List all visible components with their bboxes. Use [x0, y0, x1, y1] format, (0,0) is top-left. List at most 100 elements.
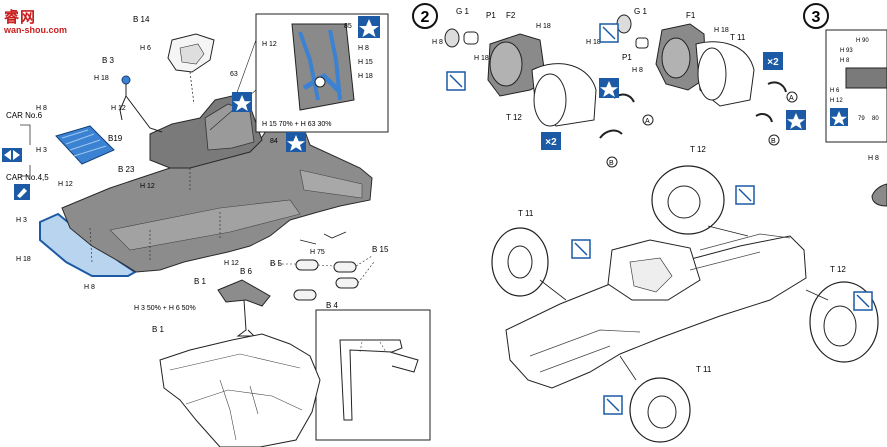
paint-h8-a: H 8	[36, 105, 47, 112]
paint-h18-a: H 18	[94, 75, 109, 82]
cement-icon	[14, 184, 30, 200]
chassis-outline-lower	[159, 333, 321, 447]
multiplier-badge: ×2	[763, 52, 783, 70]
no-cement-icon	[571, 239, 591, 259]
star-icon	[786, 110, 806, 130]
paint-h15-a: H 15	[358, 59, 373, 66]
paint-h8-c: H 8	[358, 45, 369, 52]
polycap-b-left	[599, 129, 623, 139]
label-b5: B 5	[270, 259, 283, 268]
paint-h12-a: H 12	[111, 105, 126, 112]
label-b3: B 3	[102, 56, 115, 65]
circled-84: 84	[270, 138, 278, 145]
label-b1-b: B 1	[152, 325, 165, 334]
multiplier-badge: ×2	[541, 132, 561, 150]
paint-h90: H 90	[856, 38, 869, 44]
star-icon	[599, 78, 619, 98]
paint-h12-c: H 12	[58, 181, 73, 188]
paint-h6-b: H 6	[830, 88, 840, 94]
direction-arrow-icon	[2, 148, 22, 162]
circled-b-right: B	[771, 138, 776, 145]
rocker-arm-part	[217, 279, 271, 307]
no-cement-icon	[599, 23, 619, 43]
polycap-a-right	[767, 81, 787, 93]
paint-h18-g: H 18	[586, 39, 601, 46]
star-icon	[358, 16, 380, 38]
paint-h8-d: H 8	[432, 39, 443, 46]
car-45-label: CAR No.4,5	[6, 173, 49, 182]
double-arrow-icon	[4, 150, 20, 160]
paint-h8-e: H 8	[632, 67, 643, 74]
label-b15: B 15	[372, 245, 389, 254]
circled-a-right: A	[789, 95, 794, 102]
label-b6: B 6	[240, 267, 253, 276]
paint-h12-b: H 12	[140, 183, 155, 190]
paint-h12-d: H 12	[224, 260, 239, 267]
step-3-number: 3	[812, 9, 821, 26]
car-number-indicator: CAR No.6 CAR No.4,5	[2, 111, 49, 182]
label-f1: F1	[686, 11, 696, 20]
paint-h18-c: H 18	[358, 73, 373, 80]
label-t11-a: T 11	[730, 33, 746, 42]
circled-79: 79	[858, 116, 865, 122]
x2-label-a: ×2	[545, 137, 557, 148]
label-p1-b: P1	[622, 53, 632, 62]
no-cement-icon	[603, 395, 623, 415]
label-g1-b: G 1	[634, 7, 647, 16]
label-t12-b: T 12	[690, 145, 706, 154]
rod-part-b15c	[335, 277, 359, 289]
label-b1-a: B 1	[194, 277, 207, 286]
detail-inset-b4	[315, 309, 431, 441]
label-b14: B 14	[133, 15, 150, 24]
polycap-b-right	[755, 113, 773, 123]
steering-knob	[121, 75, 131, 85]
label-t11-b: T 11	[518, 209, 534, 218]
no-cement-icon	[446, 71, 466, 91]
watermark: 睿网 wan-shou.com	[4, 6, 68, 36]
label-g1-a: G 1	[456, 7, 469, 16]
star-icon	[830, 108, 848, 126]
circled-85: 85	[344, 23, 352, 30]
paint-mix-1: H 15 70% + H 63 30%	[262, 121, 331, 128]
paint-h75: H 75	[310, 249, 325, 256]
paint-h3-b: H 3	[16, 217, 27, 224]
step-3-badge: 3	[803, 3, 829, 29]
wheel-pin-p1-b	[635, 37, 649, 49]
step-2-badge: 2	[412, 3, 438, 29]
car-6-label: CAR No.6	[6, 111, 43, 120]
rod-part-b15b	[293, 289, 317, 301]
label-b23: B 23	[118, 165, 135, 174]
paint-h3-a: H 3	[36, 147, 47, 154]
label-t12-c: T 12	[830, 265, 846, 274]
star-icon	[232, 92, 252, 112]
circled-b-left: B	[609, 160, 614, 167]
watermark-url: wan-shou.com	[4, 25, 68, 35]
paint-h18-e: H 18	[474, 55, 489, 62]
paint-h12-f: H 12	[830, 98, 843, 104]
label-b19: B19	[108, 134, 123, 143]
rod-part-b15a	[333, 261, 357, 273]
paint-h93: H 93	[840, 48, 853, 54]
label-t11-c: T 11	[696, 365, 712, 374]
circled-a-left: A	[645, 118, 650, 125]
paint-h18-f: H 18	[714, 27, 729, 34]
paint-h18-d: H 18	[536, 23, 551, 30]
no-cement-icon	[853, 291, 873, 311]
paint-h6-a: H 6	[140, 45, 151, 52]
paint-h8-f: H 8	[840, 58, 850, 64]
watermark-chinese: 睿网	[4, 8, 37, 26]
no-cement-icon	[735, 185, 755, 205]
paint-mix-2: H 3 50% + H 6 50%	[134, 305, 196, 312]
paint-h18-b: H 18	[16, 256, 31, 263]
wheel-nut-g1-b	[616, 14, 632, 34]
label-b4: B 4	[326, 301, 339, 310]
step-2-number: 2	[421, 9, 430, 26]
paint-h12-e: H 12	[262, 41, 277, 48]
label-p1-a: P1	[486, 11, 496, 20]
seat-back-well	[204, 103, 255, 151]
label-f2: F2	[506, 11, 516, 20]
rod-part-b5	[295, 259, 319, 271]
x2-label-b: ×2	[767, 57, 779, 68]
circled-63: 63	[230, 71, 238, 78]
